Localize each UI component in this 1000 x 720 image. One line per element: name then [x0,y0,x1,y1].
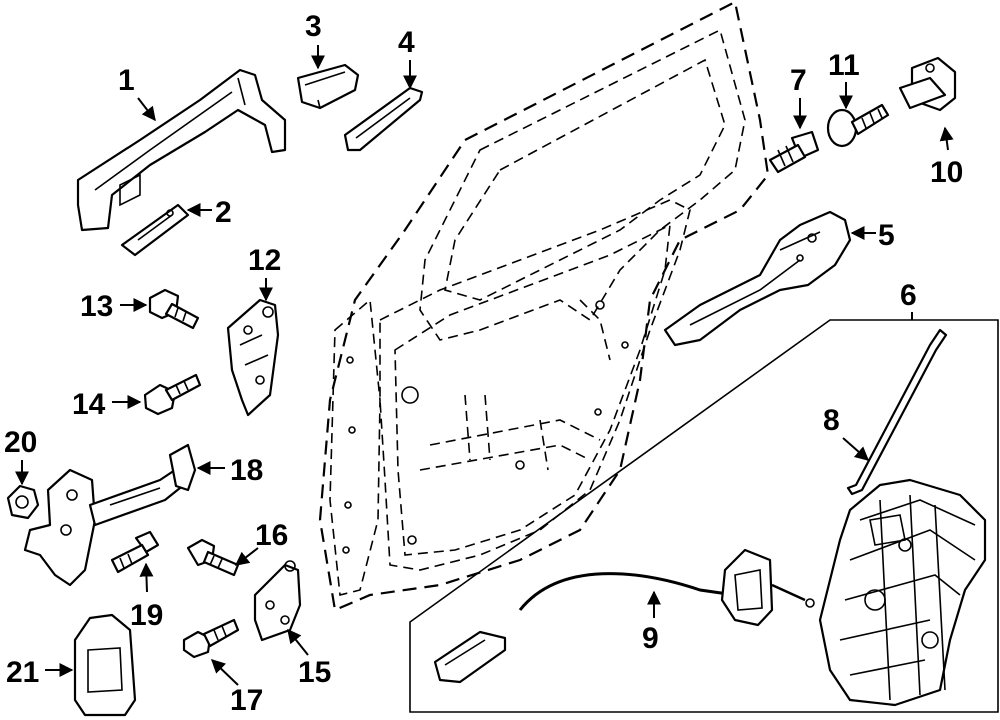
hex-nut-20 [6,484,40,520]
lower-hinge [253,560,302,642]
callout-15: 15 [298,656,331,689]
callout-5: 5 [878,219,895,252]
callout-21: 21 [6,656,39,689]
door-stopper [73,613,137,717]
callout-6: 6 [900,279,917,312]
callout-labels: 1 2 3 4 5 6 7 8 9 10 11 12 13 14 15 16 1… [4,10,963,717]
callout-7: 7 [790,64,807,97]
callout-16: 16 [255,519,288,552]
callout-19: 19 [130,599,163,632]
door-check-strap [23,443,197,587]
washer-screw-11 [826,103,890,148]
callout-10: 10 [930,156,963,189]
callout-17: 17 [230,684,263,717]
bolt-17 [182,618,240,659]
callout-18: 18 [230,454,263,487]
handle-gasket [120,203,190,257]
bolt-7 [768,130,820,174]
callout-9: 9 [642,622,659,655]
callout-12: 12 [248,244,281,277]
bolt-16 [186,538,240,577]
callout-13: 13 [80,290,113,323]
door-striker [898,56,957,112]
callout-4: 4 [398,26,415,59]
bolt-13 [148,288,200,330]
handle-reinforcement-bracket [663,210,852,347]
callout-20: 20 [4,426,37,459]
cap-gasket [343,86,424,152]
latch-assembly-group-box [409,319,999,713]
door-shell-outline [318,0,770,612]
leader-lines [15,45,954,686]
bolt-19 [110,530,160,574]
bolt-14 [143,373,202,416]
callout-14: 14 [72,388,106,421]
callout-3: 3 [305,10,322,43]
callout-1: 1 [118,64,135,97]
upper-hinge [226,298,280,417]
callout-2: 2 [215,196,232,229]
callout-8: 8 [823,404,840,437]
release-cable [433,548,815,684]
lock-rod [846,328,948,496]
handle-cap [296,63,360,110]
door-latch-actuator [818,478,987,707]
outside-door-handle [76,68,287,232]
callout-11: 11 [828,49,860,82]
